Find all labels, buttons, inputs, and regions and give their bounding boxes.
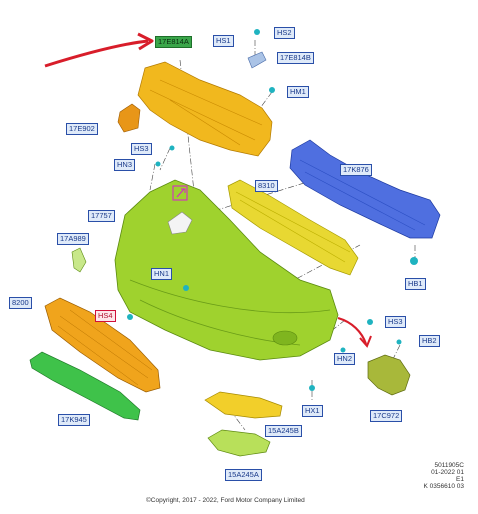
callout-17c972: 17C972	[370, 410, 403, 422]
absorber-ribs	[235, 191, 351, 263]
fog-bezel-15a245a	[207, 429, 271, 457]
grille	[44, 297, 161, 393]
grille-mesh	[57, 309, 153, 386]
fastener-hn1	[183, 285, 189, 291]
upper-bracket-ribs	[149, 79, 263, 146]
red-arrow-right	[337, 316, 368, 345]
tow-eye-bracket-17c972	[367, 354, 411, 396]
callout-hm1: HM1	[287, 86, 309, 98]
callout-15a245b: 15A245B	[265, 425, 302, 437]
small-bracket-17e902	[117, 103, 141, 133]
bumper-crease	[129, 279, 331, 314]
tow-hook-cover	[167, 211, 193, 235]
fastener-hx1	[309, 385, 315, 391]
callout-17k876: 17K876	[340, 164, 372, 176]
callout-15a245a: 15A245A	[225, 469, 262, 481]
callout-hn2: HN2	[334, 353, 356, 365]
drawing-date: 01-2022 01	[431, 469, 464, 476]
callout-17e814a: 17E814A	[155, 36, 192, 48]
drawing-number: 5011905C	[434, 462, 464, 469]
fastener-hm1	[269, 87, 275, 93]
red-arrow-top	[44, 39, 149, 68]
bolt-hb1	[410, 257, 418, 265]
callout-hn3: HN3	[114, 159, 136, 171]
red-arrowhead-top	[137, 32, 154, 51]
callout-17e814b: 17E814B	[277, 52, 314, 64]
fastener-hs2	[254, 29, 260, 35]
callout-17757: 17757	[88, 210, 115, 222]
callout-8200: 8200	[9, 297, 32, 309]
energy-absorber	[227, 179, 359, 276]
drawing-meta: 5011905C 01-2022 01 E1 K 0356610 03	[424, 462, 464, 490]
callout-17k945: 17K945	[58, 414, 90, 426]
fastener-hs3-upper	[169, 145, 175, 151]
callout-hb2: HB2	[419, 335, 440, 347]
drawing-reference: K 0356610 03	[423, 483, 464, 490]
fastener-hb2	[396, 339, 402, 345]
callout-hs2: HS2	[274, 27, 295, 39]
red-arrowhead-right	[359, 335, 372, 348]
copyright-text: ©Copyright, 2017 - 2022, Ford Motor Comp…	[146, 497, 305, 504]
callout-hs3-right: HS3	[385, 316, 406, 328]
callout-hs4: HS4	[95, 310, 116, 322]
clip-17e814b	[247, 51, 267, 69]
magenta-arrow-icon	[176, 188, 186, 198]
lower-grille	[29, 351, 141, 421]
callout-17a989: 17A989	[57, 233, 89, 245]
fog-lamp-opening	[272, 330, 298, 346]
fastener-hs3-right	[367, 319, 373, 325]
fastener-hs4	[127, 314, 133, 320]
upper-bracket	[137, 61, 273, 157]
callout-8310: 8310	[255, 180, 278, 192]
magenta-highlight-box	[172, 185, 188, 201]
side-bracket-17a989	[71, 247, 87, 273]
fastener-hn3	[155, 161, 161, 167]
callout-hb1: HB1	[405, 278, 426, 290]
callout-hx1: HX1	[302, 405, 323, 417]
callout-hs3-upper: HS3	[131, 143, 152, 155]
callout-hn1: HN1	[151, 268, 173, 280]
reinforcement-ribs	[299, 159, 426, 231]
callout-17e902: 17E902	[66, 123, 98, 135]
fastener-hn2	[340, 347, 346, 353]
callout-hs1: HS1	[213, 35, 234, 47]
fog-bezel-15a245b	[204, 391, 283, 419]
drawing-edition: E1	[456, 476, 464, 483]
